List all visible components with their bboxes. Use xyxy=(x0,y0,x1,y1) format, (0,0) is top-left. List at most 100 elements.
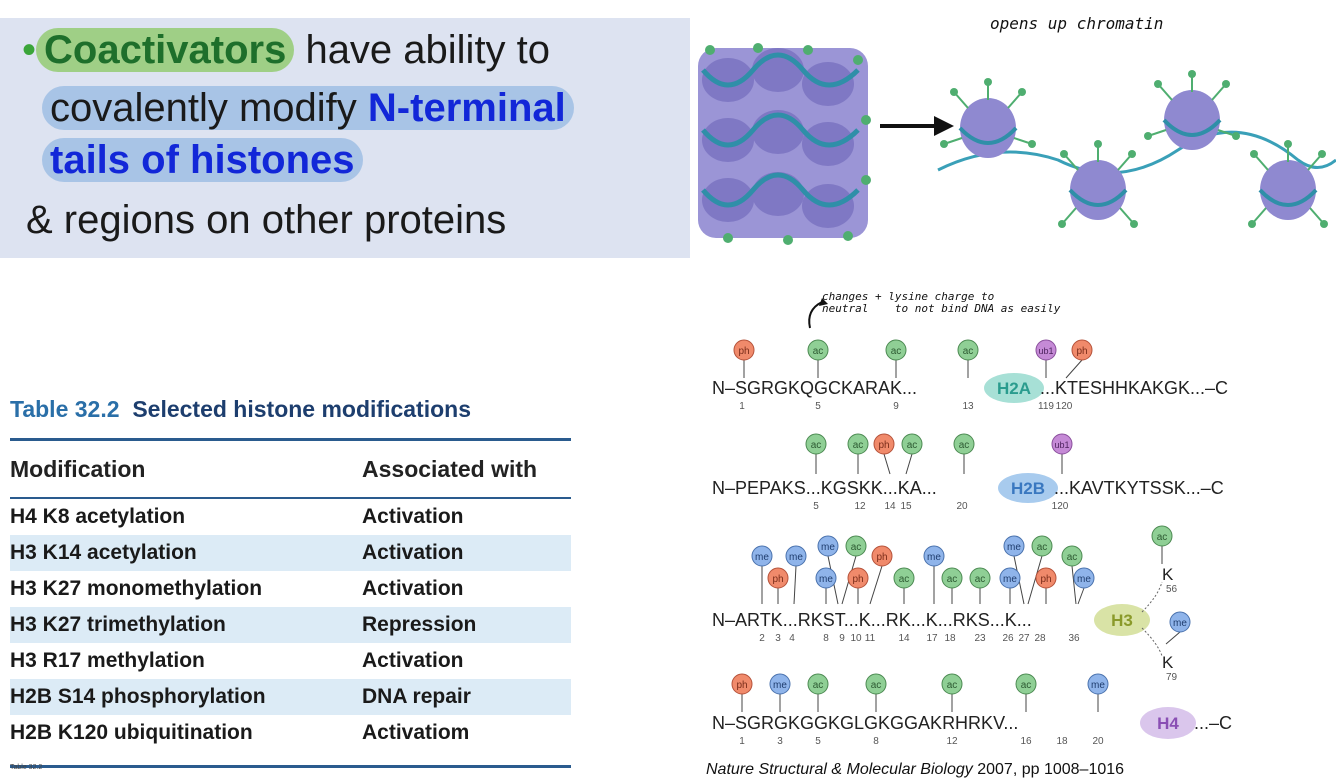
h3-num: 14 xyxy=(898,633,910,644)
svg-text:me: me xyxy=(819,574,833,585)
h3-branch: K 56 K 79 ac me xyxy=(1141,525,1191,683)
histone-modifications-table: Modification Associated with H4 K8 acety… xyxy=(10,438,571,768)
h2a-marks: ph ac ac ac ub1 ph xyxy=(733,339,1093,379)
h3-num: 18 xyxy=(944,633,956,644)
table-bottom-rule xyxy=(10,765,571,768)
h2b-row: N–PEPAKS...KGSKK...KA... H2B ...KAVTKYTS… xyxy=(712,433,1224,512)
h4-num: 1 xyxy=(739,736,745,747)
h3-num: 10 xyxy=(850,633,862,644)
chromatin-illustration xyxy=(698,40,1336,262)
svg-text:ac: ac xyxy=(811,440,822,451)
h4-right-seq: ...–C xyxy=(1194,713,1232,733)
charge-note-arrow xyxy=(808,298,828,329)
cell-associated: Activation xyxy=(362,577,464,600)
h2b-num: 120 xyxy=(1052,501,1069,512)
h2a-core xyxy=(984,373,1044,403)
h2b-num: 14 xyxy=(884,501,896,512)
cell-modification: H2B K120 ubiquitination xyxy=(10,721,253,744)
svg-text:ac: ac xyxy=(813,346,824,357)
h4-num: 8 xyxy=(873,736,879,747)
h2b-num: 12 xyxy=(854,501,866,512)
h2b-left-seq: N–PEPAKS...KGSKK...KA... xyxy=(712,478,937,498)
cell-modification: H3 R17 methylation xyxy=(10,649,205,672)
bullet-line-4: & regions on other proteins xyxy=(26,198,507,242)
h2b-mark xyxy=(847,433,869,455)
svg-text:ph: ph xyxy=(738,346,749,357)
h2a-mark xyxy=(1035,339,1057,361)
table-header: Modification Associated with xyxy=(10,441,571,499)
svg-text:ac: ac xyxy=(975,574,986,585)
h2b-right-seq: ...KAVTKYTSSK...–C xyxy=(1054,478,1224,498)
h3-label: H3 xyxy=(1111,611,1133,630)
h2b-core xyxy=(998,473,1058,503)
svg-text:ub1: ub1 xyxy=(1054,440,1069,450)
svg-text:me: me xyxy=(1007,542,1021,553)
svg-text:ac: ac xyxy=(947,680,958,691)
svg-text:ac: ac xyxy=(963,346,974,357)
h3-num: 36 xyxy=(1068,633,1080,644)
h3-num: 3 xyxy=(775,633,781,644)
cell-modification: H3 K14 acetylation xyxy=(10,541,197,564)
cell-associated: Activation xyxy=(362,505,464,528)
table-spacer xyxy=(10,751,571,765)
svg-text:ac: ac xyxy=(1067,552,1078,563)
svg-text:ac: ac xyxy=(947,574,958,585)
bullet-dot: • xyxy=(22,28,37,72)
h3-num: 9 xyxy=(839,633,845,644)
h2a-mark xyxy=(1071,339,1093,361)
svg-text:ac: ac xyxy=(1037,542,1048,553)
line1-rest: have ability to xyxy=(294,28,551,72)
h4-label: H4 xyxy=(1157,714,1179,733)
table-number: Table 32.2 xyxy=(10,396,120,422)
h4-num: 5 xyxy=(815,736,821,747)
h3-num: 2 xyxy=(759,633,765,644)
h2a-left-seq: N–SGRGKQGCKARAK... xyxy=(712,378,917,398)
h4-core xyxy=(1140,707,1196,739)
table-title-text: Selected histone modifications xyxy=(132,396,471,422)
charge-note-line1: changes + lysine charge to xyxy=(822,290,995,303)
h2b-num: 15 xyxy=(900,501,912,512)
h2b-label: H2B xyxy=(1011,479,1045,498)
charge-note: changes + lysine charge to neutral to no… xyxy=(822,291,1060,315)
bullet-line-1: •Coactivators have ability to xyxy=(22,28,550,73)
h2a-label: H2A xyxy=(997,379,1031,398)
header-associated-with: Associated with xyxy=(362,455,538,482)
line2-highlight: covalently modify N-terminal xyxy=(42,86,574,130)
svg-text:ph: ph xyxy=(878,440,889,451)
cell-associated: Activation xyxy=(362,649,464,672)
h2a-mark xyxy=(733,339,755,361)
cell-associated: Repression xyxy=(362,613,477,636)
svg-text:ph: ph xyxy=(736,680,747,691)
citation-journal: Nature Structural & Molecular Biology xyxy=(706,761,973,778)
svg-text:ac: ac xyxy=(959,440,970,451)
svg-text:me: me xyxy=(1173,618,1187,629)
h3-num: 4 xyxy=(789,633,795,644)
citation-rest: 2007, pp 1008–1016 xyxy=(972,761,1125,778)
table-top-rule xyxy=(10,438,571,441)
cell-associated: DNA repair xyxy=(362,685,471,708)
svg-text:me: me xyxy=(927,552,941,563)
h4-num: 20 xyxy=(1092,736,1104,747)
h3-branch-num-79: 79 xyxy=(1166,672,1178,683)
h2a-num: 9 xyxy=(893,401,899,412)
h4-num: 16 xyxy=(1020,736,1032,747)
h2a-right-seq: ...KTESHHKAKGK...–C xyxy=(1040,378,1228,398)
svg-text:me: me xyxy=(1091,680,1105,691)
cell-modification: H2B S14 phosphorylation xyxy=(10,685,266,708)
h4-marks: ph me ac ac ac ac me xyxy=(731,673,1109,712)
h3-num: 28 xyxy=(1034,633,1046,644)
h2a-num: 119 xyxy=(1038,401,1054,412)
svg-text:me: me xyxy=(773,680,787,691)
coactivators-highlight: Coactivators xyxy=(36,28,295,72)
h3-num: 26 xyxy=(1002,633,1014,644)
h2a-mark xyxy=(807,339,829,361)
h3-branch-k56: K xyxy=(1162,565,1174,584)
h2a-mark xyxy=(885,339,907,361)
svg-text:ph: ph xyxy=(1076,346,1087,357)
opens-chromatin-note: opens up chromatin xyxy=(990,14,1164,33)
open-nucleosomes xyxy=(940,70,1328,228)
h4-left-seq: N–SGRGKGGKGLGKGGAKRHRKV... xyxy=(712,713,1018,733)
charge-note-line2: neutral to not bind DNA as easily xyxy=(822,302,1061,315)
